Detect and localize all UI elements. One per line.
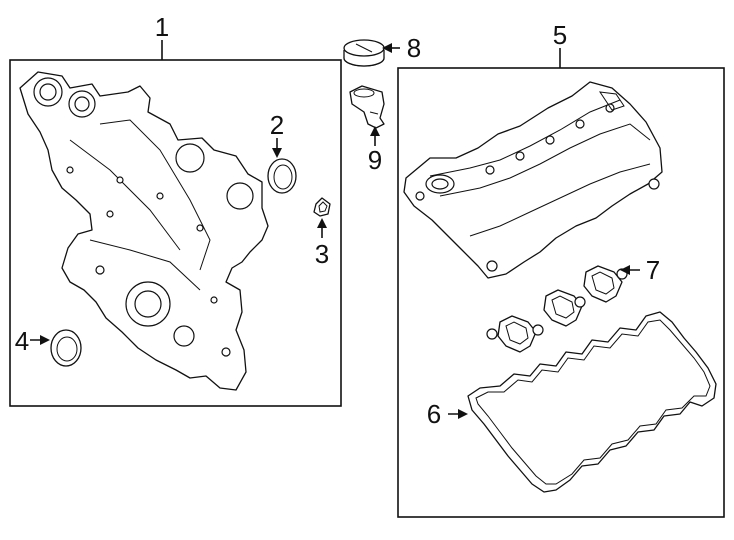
valve-cover-gasket-icon[interactable] [467,311,717,493]
o-ring-icon[interactable] [50,329,82,367]
right-group-box [397,67,725,518]
timing-cover-icon[interactable] [19,71,269,391]
callout-2[interactable]: 2 [270,110,284,140]
callout-1[interactable]: 1 [155,12,169,42]
pcv-valve-icon[interactable] [349,85,385,129]
callout-3[interactable]: 3 [315,239,329,269]
callout-9[interactable]: 9 [368,145,382,175]
callout-4[interactable]: 4 [15,326,29,356]
callout-8[interactable]: 8 [407,33,421,63]
callout-6[interactable]: 6 [427,399,441,429]
valve-cover-icon[interactable] [403,81,663,279]
small-seal-icon[interactable] [313,197,331,217]
oil-filler-cap-icon[interactable] [343,39,385,67]
callout-7[interactable]: 7 [646,255,660,285]
left-group-box [9,59,342,407]
spark-plug-tube-seal-icon[interactable] [486,265,628,353]
callout-5[interactable]: 5 [553,20,567,50]
seal-ring-icon[interactable] [267,158,297,194]
